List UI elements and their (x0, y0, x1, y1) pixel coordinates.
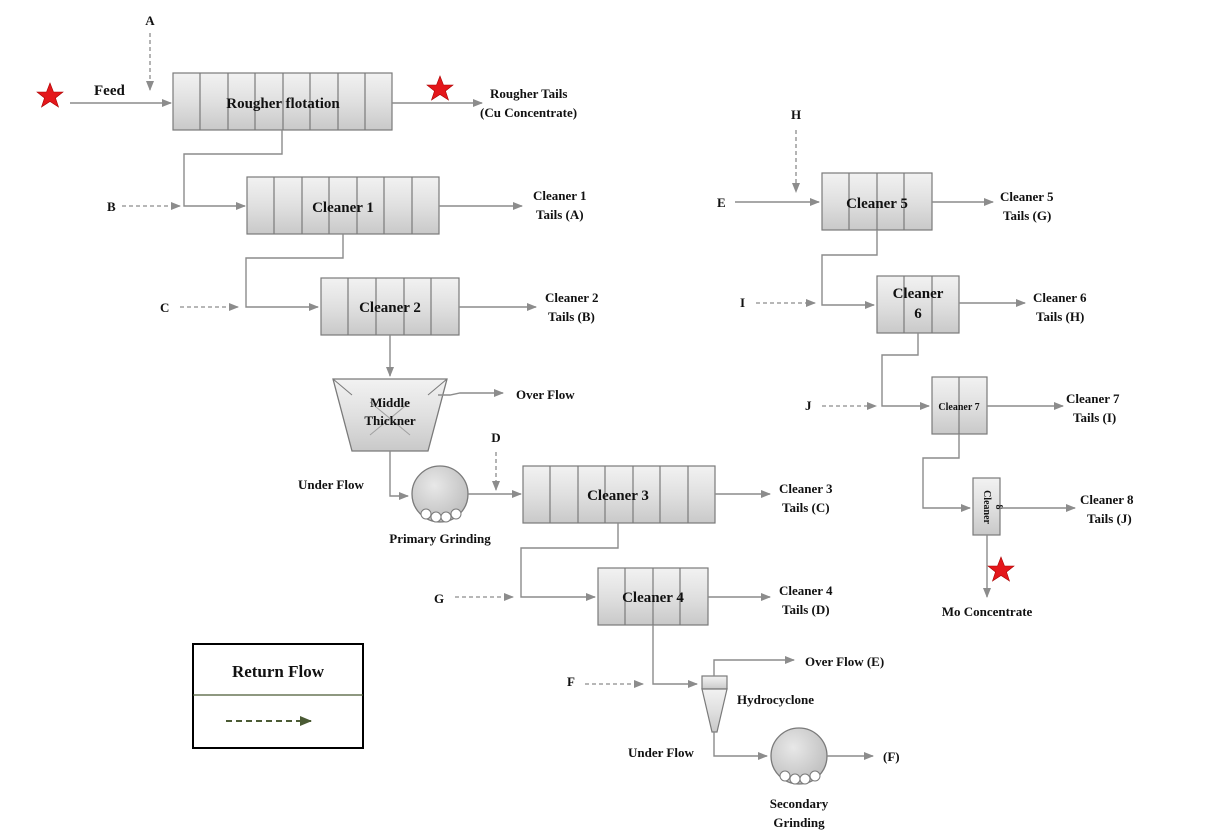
cleaner-1-title: Cleaner 1 (312, 200, 374, 216)
cleaner-6-tails-label-2: Tails (H) (1036, 309, 1084, 324)
hydrocyclone-label: Hydrocyclone (737, 692, 814, 707)
middle-thickener: Middle Thickner (332, 378, 448, 452)
cleaner-6-title-2: 6 (914, 306, 922, 322)
legend-title: Return Flow (232, 662, 325, 681)
stream-label-g: G (434, 591, 444, 606)
star-icon (426, 75, 454, 101)
cleaner-2-tails-label: Cleaner 2 (545, 290, 599, 305)
rougher-flotation-unit: Rougher flotation (172, 72, 393, 131)
cleaner-6-tails-label: Cleaner 6 (1033, 290, 1087, 305)
stream-label-h: H (791, 107, 801, 122)
cleaner-2-unit: Cleaner 2 (320, 277, 460, 336)
cleaner-3-unit: Cleaner 3 (522, 465, 716, 524)
star-icon (36, 82, 64, 108)
mo-concentrate-label: Mo Concentrate (942, 604, 1033, 619)
stream-label-d: D (491, 430, 500, 445)
cleaner-7-unit: Cleaner 7 (931, 376, 988, 435)
cleaner-1-tails-label-2: Tails (A) (536, 207, 584, 222)
cleaner-4-tails-label-2: Tails (D) (782, 602, 830, 617)
cleaner-7-tails-label-2: Tails (I) (1073, 410, 1116, 425)
cleaner-8-title-2: 8 (993, 505, 1004, 510)
hydrocyclone (701, 675, 728, 733)
stream-label-f: F (567, 674, 575, 689)
secondary-grinding-mill (770, 727, 828, 785)
legend-box: Return Flow (192, 643, 364, 749)
cleaner-4-unit: Cleaner 4 (597, 567, 709, 626)
stream-label-b: B (107, 199, 116, 214)
secondary-grinding-label-2: Grinding (773, 815, 825, 830)
primary-grinding-label: Primary Grinding (389, 531, 491, 546)
rougher-tails-label-2: (Cu Concentrate) (480, 105, 577, 120)
secondary-grinding-output-label: (F) (883, 749, 900, 764)
cleaner-6-unit: Cleaner 6 (876, 275, 960, 334)
cleaner-2-tails-label-2: Tails (B) (548, 309, 595, 324)
cleaner-4-tails-label: Cleaner 4 (779, 583, 833, 598)
thickener-label-2: Thickner (364, 413, 416, 428)
primary-grinding-mill (411, 465, 469, 523)
rougher-title: Rougher flotation (226, 96, 340, 112)
cleaner-8-unit: Cleaner 8 (972, 477, 1004, 536)
hydrocyclone-underflow-label: Under Flow (628, 745, 694, 760)
thickener-label: Middle (370, 395, 410, 410)
thickener-overflow-label: Over Flow (516, 387, 575, 402)
cleaner-7-tails-label: Cleaner 7 (1066, 391, 1120, 406)
feed-label: Feed (94, 83, 125, 99)
cleaner-7-title: Cleaner 7 (938, 402, 979, 413)
stream-label-a: A (145, 13, 155, 28)
stream-label-j: J (805, 398, 812, 413)
cleaner-3-title: Cleaner 3 (587, 488, 649, 504)
cleaner-1-tails-label: Cleaner 1 (533, 188, 587, 203)
cleaner-5-tails-label-2: Tails (G) (1003, 208, 1051, 223)
secondary-grinding-label: Secondary (770, 796, 829, 811)
cleaner-4-title: Cleaner 4 (622, 590, 684, 606)
cleaner-6-title: Cleaner (893, 286, 944, 302)
stream-label-e: E (717, 195, 726, 210)
cleaner-5-tails-label: Cleaner 5 (1000, 189, 1054, 204)
hydrocyclone-overflow-label: Over Flow (E) (805, 654, 884, 669)
cleaner-8-title: Cleaner (981, 490, 992, 524)
cleaner-3-tails-label-2: Tails (C) (782, 500, 830, 515)
stream-label-c: C (160, 300, 169, 315)
cleaner-5-unit: Cleaner 5 (821, 172, 933, 231)
cleaner-8-tails-label-2: Tails (J) (1087, 511, 1132, 526)
stream-label-i: I (740, 295, 745, 310)
star-icon (987, 556, 1015, 582)
cleaner-5-title: Cleaner 5 (846, 196, 908, 212)
cleaner-2-title: Cleaner 2 (359, 300, 421, 316)
rougher-tails-label: Rougher Tails (490, 86, 567, 101)
cleaner-8-tails-label: Cleaner 8 (1080, 492, 1134, 507)
cleaner-1-unit: Cleaner 1 (246, 176, 440, 235)
cleaner-3-tails-label: Cleaner 3 (779, 481, 833, 496)
thickener-underflow-label: Under Flow (298, 477, 364, 492)
